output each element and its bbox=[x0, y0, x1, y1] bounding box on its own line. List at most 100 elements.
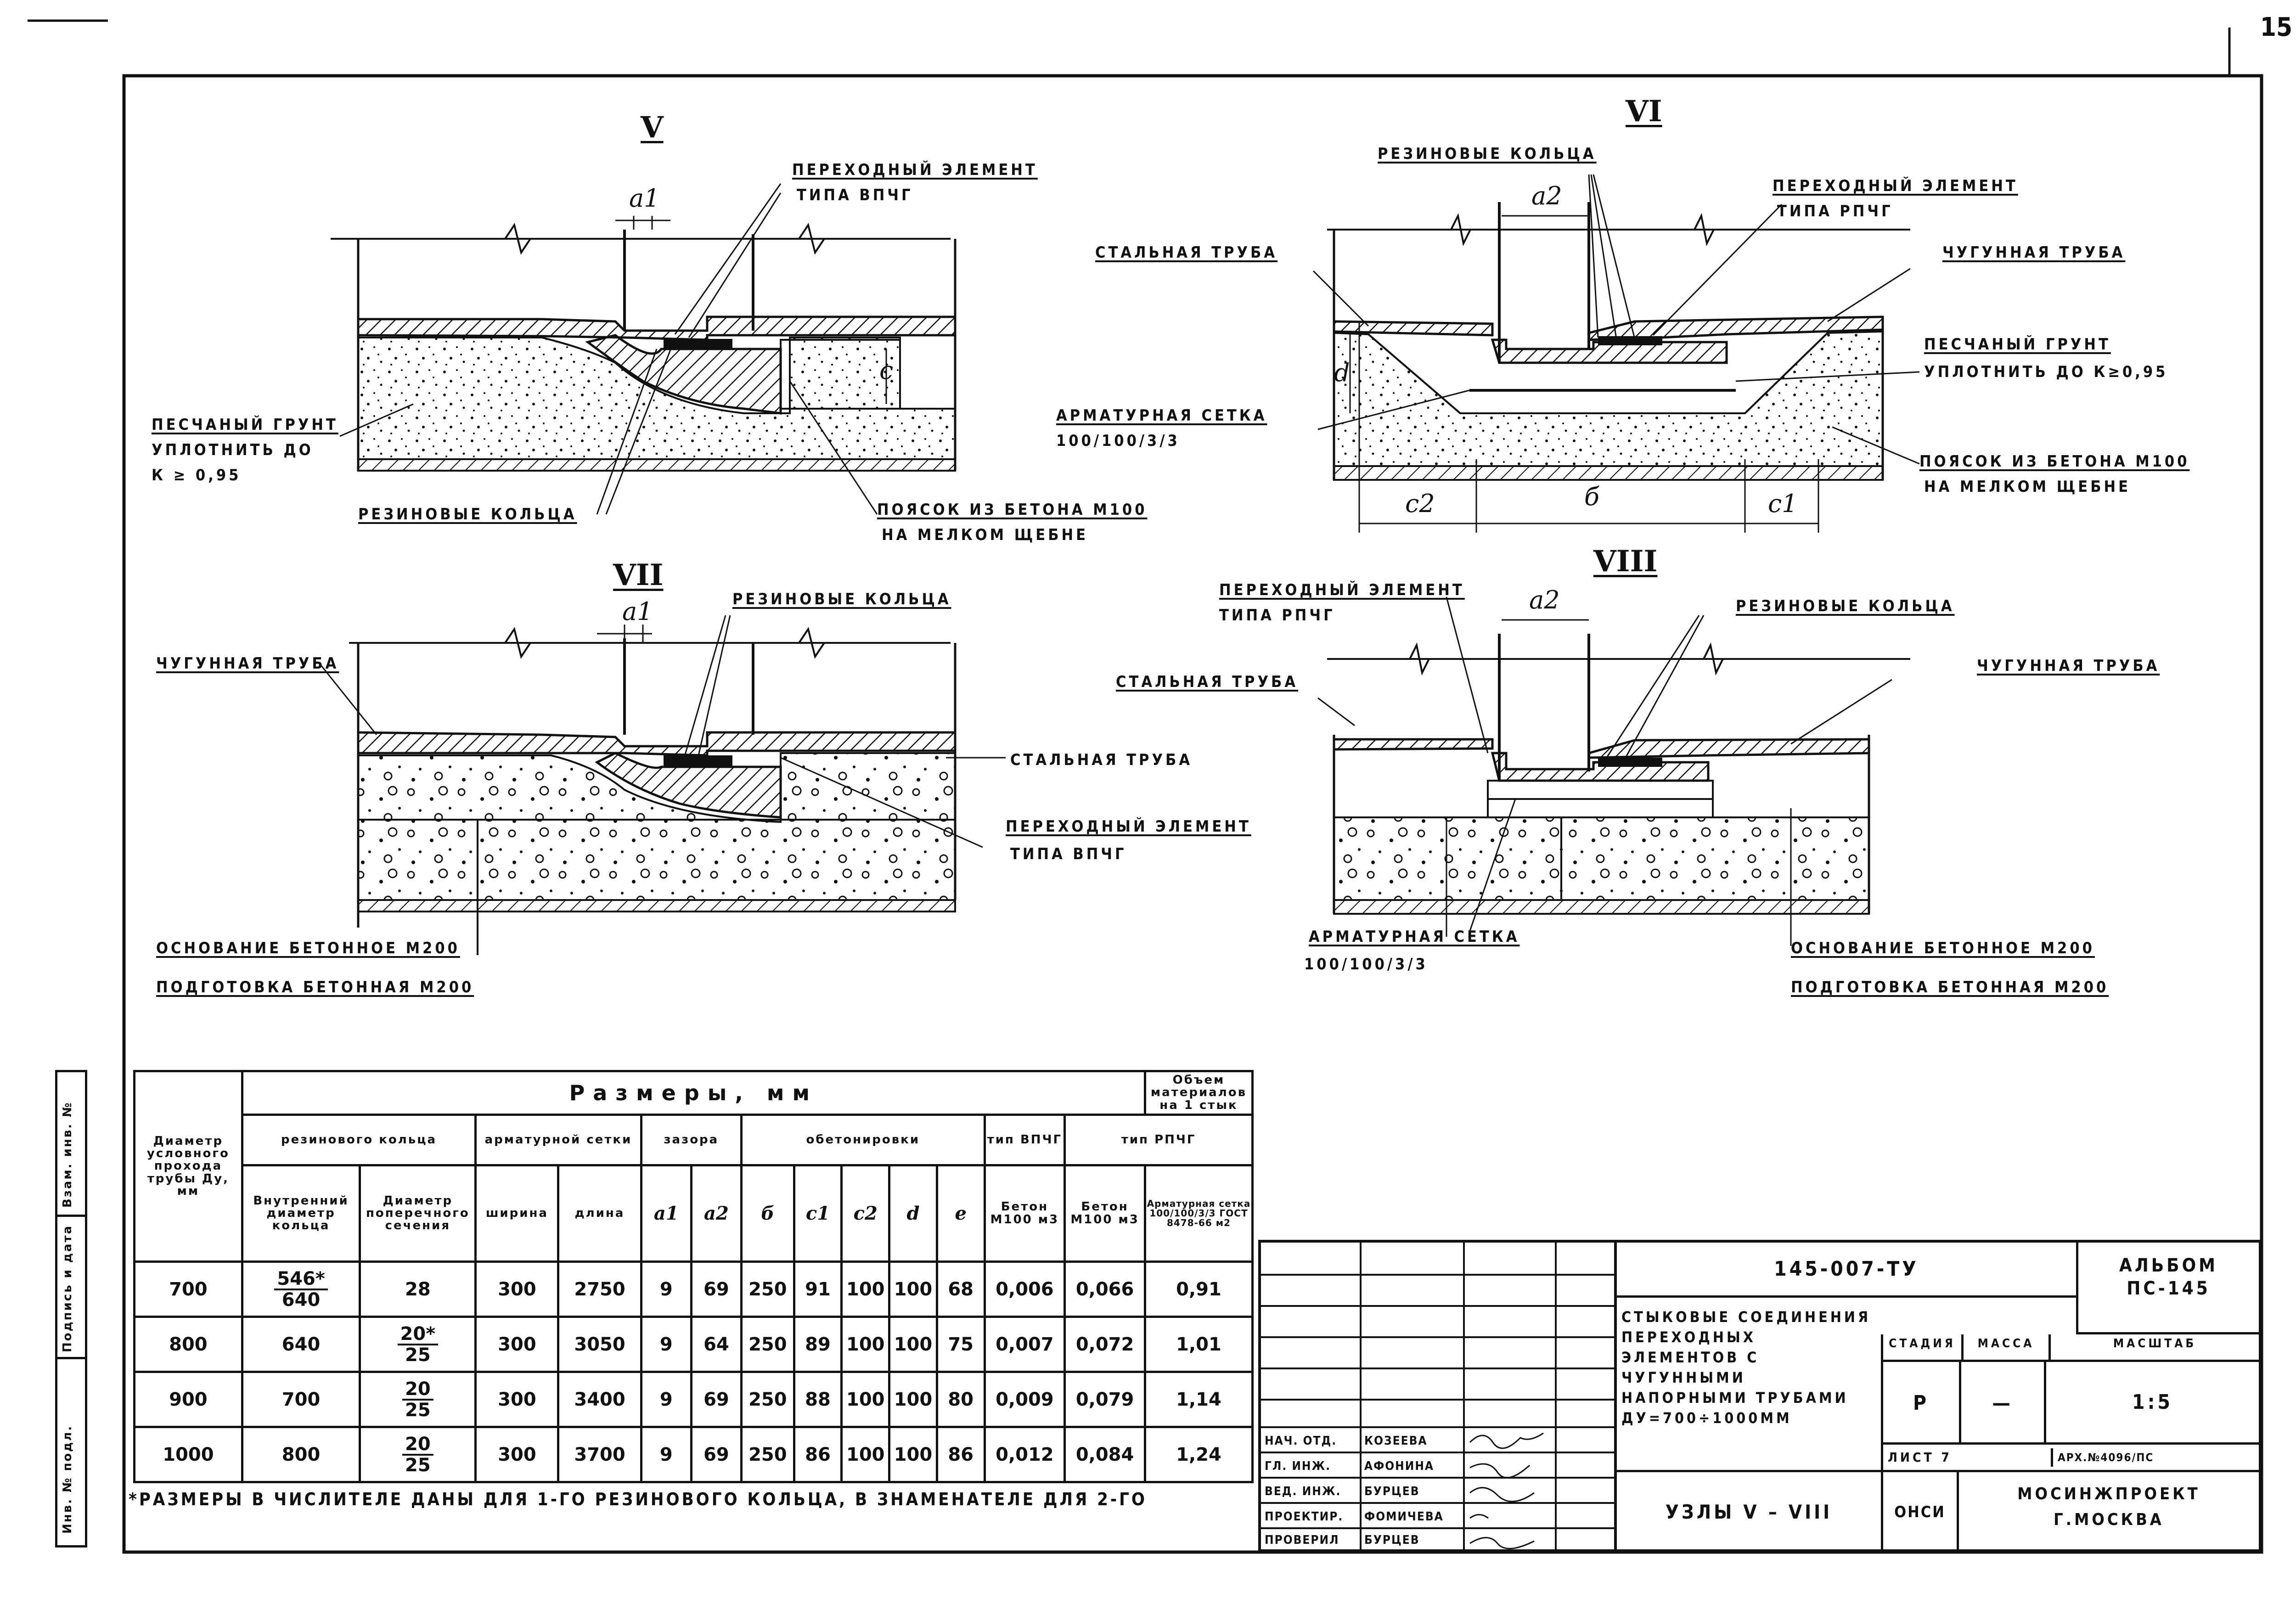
view-v-numeral: V bbox=[641, 110, 664, 145]
role-4: Проверил bbox=[1265, 1533, 1339, 1547]
cell-length: 3700 bbox=[557, 1426, 642, 1483]
dept-label: ОНСИ bbox=[1894, 1503, 1946, 1521]
title-block: Нач. отд. Козеева Гл. инж. Афонина Вед. … bbox=[1258, 1240, 2262, 1552]
cell-inner-den: 640 bbox=[281, 1289, 321, 1311]
cell-v1: 0,009 bbox=[983, 1371, 1066, 1428]
drawing-code: 145-007-ТУ bbox=[1774, 1257, 1919, 1281]
dim-c2-vi: c2 bbox=[1405, 489, 1435, 518]
dim-a2-vi: a2 bbox=[1531, 181, 1562, 210]
cell-b: 250 bbox=[740, 1316, 795, 1373]
th-cross: Диаметр поперечного сечения bbox=[359, 1164, 477, 1263]
table-row: 700 546*640 28 300 2750 9 69 250 91 100 … bbox=[133, 1260, 1254, 1318]
cell-c1: 91 bbox=[793, 1260, 843, 1318]
viii-mesh-label-2: 100/100/3/3 bbox=[1304, 955, 1428, 974]
side-vzam-label: Взам. инв. № bbox=[61, 1101, 74, 1208]
dim-d-vi: d bbox=[1334, 358, 1350, 387]
cell-c2: 100 bbox=[840, 1426, 891, 1483]
cell-a1: 9 bbox=[640, 1316, 692, 1373]
view-vii-numeral: VII bbox=[613, 558, 664, 592]
cell-a1: 9 bbox=[640, 1260, 692, 1318]
dim-a1-vii: a1 bbox=[622, 597, 653, 626]
vii-transition-label: Переходный элемент bbox=[1006, 817, 1251, 836]
role-2: Вед. инж. bbox=[1265, 1485, 1341, 1498]
viii-mesh-label: Арматурная сетка bbox=[1309, 928, 1520, 946]
th-a1: a1 bbox=[640, 1164, 692, 1263]
cell-inner: 700 bbox=[241, 1371, 361, 1428]
signature-grid bbox=[1261, 1243, 1617, 1549]
album-number: ПС-145 bbox=[2127, 1278, 2211, 1299]
cell-e: 86 bbox=[935, 1426, 986, 1483]
cell-arm: 0,91 bbox=[1143, 1260, 1254, 1318]
viii-prep-label: Подготовка бетонная М200 bbox=[1791, 978, 2109, 996]
th-bet1: Бетон М100 м3 bbox=[983, 1164, 1066, 1263]
viii-cast-label: Чугунная труба bbox=[1977, 657, 2160, 675]
cell-length: 3050 bbox=[557, 1316, 642, 1373]
page-corner-number: 15 bbox=[2260, 12, 2292, 42]
th-d: d bbox=[888, 1164, 938, 1263]
cell-v2: 0,084 bbox=[1064, 1426, 1146, 1483]
node-vi-drawing bbox=[1312, 174, 1920, 533]
cell-width: 300 bbox=[474, 1371, 560, 1428]
dept-cell: ОНСИ bbox=[1881, 1472, 1959, 1552]
vii-rings-label: Резиновые кольца bbox=[732, 590, 951, 608]
cell-dn: 700 bbox=[133, 1260, 243, 1318]
mass-value: — bbox=[1961, 1362, 2046, 1442]
cell-cross-den: 25 bbox=[405, 1344, 431, 1366]
viii-transition-type-label: типа РПЧГ bbox=[1219, 606, 1335, 625]
v-rings-label: Резиновые кольца bbox=[358, 505, 577, 523]
cell-e: 80 bbox=[935, 1371, 986, 1428]
side-inv-label: Инв. № подл. bbox=[61, 1424, 74, 1534]
v-sand-label-3: к ≥ 0,95 bbox=[152, 466, 242, 484]
role-1: Гл. инж. bbox=[1265, 1459, 1331, 1473]
th-e: e bbox=[935, 1164, 986, 1263]
cell-v2: 0,066 bbox=[1064, 1260, 1146, 1318]
th-inner: Внутренний диаметр кольца bbox=[241, 1164, 361, 1263]
cell-arm: 1,24 bbox=[1143, 1426, 1254, 1483]
cell-a1: 9 bbox=[640, 1426, 692, 1483]
th-rpchg: тип РПЧГ bbox=[1064, 1114, 1254, 1166]
name-1: Афонина bbox=[1364, 1459, 1435, 1473]
stage-header-row: Стадия Масса Масштаб bbox=[1881, 1334, 2259, 1362]
subject-cell: Узлы V – VIII bbox=[1617, 1472, 1881, 1552]
album-cell: Альбом ПС-145 bbox=[2076, 1243, 2259, 1334]
cell-width: 300 bbox=[474, 1426, 560, 1483]
signatures bbox=[1469, 1432, 1544, 1549]
sheet-label: Лист 7 bbox=[1883, 1448, 2053, 1467]
drawing-title: Стыковые соединения переходных элементов… bbox=[1621, 1308, 1871, 1427]
scale-value: 1:5 bbox=[2132, 1390, 2173, 1414]
cell-a2: 69 bbox=[690, 1260, 743, 1318]
v-belt-label: Поясок из бетона М100 bbox=[877, 501, 1148, 519]
view-vi-numeral: VI bbox=[1626, 94, 1662, 129]
dimensions-table: Диаметр условного прохода трубы Ду, мм Р… bbox=[133, 1070, 1254, 1483]
v-sand-label-2: уплотнить до bbox=[152, 441, 314, 459]
th-mesh: арматурной сетки bbox=[474, 1114, 642, 1166]
v-transition-type-label: типа ВПЧГ bbox=[797, 186, 913, 204]
cell-v1: 0,007 bbox=[983, 1316, 1066, 1373]
dim-c1-vi: c1 bbox=[1768, 489, 1798, 518]
vi-mesh-label-2: 100/100/3/3 bbox=[1056, 432, 1180, 450]
cell-length: 3400 bbox=[557, 1371, 642, 1428]
v-belt-label-2: на мелком щебне bbox=[882, 526, 1089, 544]
vii-steel-label: Стальная труба bbox=[1010, 751, 1193, 769]
cell-d: 100 bbox=[888, 1316, 938, 1373]
node-viii-drawing bbox=[1317, 596, 1910, 946]
vi-steel-label: Стальная труба bbox=[1095, 243, 1278, 262]
title-cell: Стыковые соединения переходных элементов… bbox=[1617, 1298, 1881, 1472]
cell-c2: 100 bbox=[840, 1316, 891, 1373]
cell-dn: 800 bbox=[133, 1316, 243, 1373]
th-ring: резинового кольца bbox=[241, 1114, 477, 1166]
cell-cross-num: 20 bbox=[402, 1379, 433, 1401]
org-name: Мосинжпроект г.Москва bbox=[2017, 1485, 2200, 1529]
stage-values-row: Р — 1:5 bbox=[1881, 1362, 2259, 1445]
vii-transition-type-label: типа ВПЧГ bbox=[1010, 845, 1127, 863]
mass-header: Масса bbox=[1964, 1334, 2051, 1360]
th-b: б bbox=[740, 1164, 795, 1263]
node-vii-drawing bbox=[321, 615, 1006, 955]
cell-v1: 0,006 bbox=[983, 1260, 1066, 1318]
th-c2: c2 bbox=[840, 1164, 891, 1263]
viii-transition-label: Переходный элемент bbox=[1219, 581, 1465, 599]
